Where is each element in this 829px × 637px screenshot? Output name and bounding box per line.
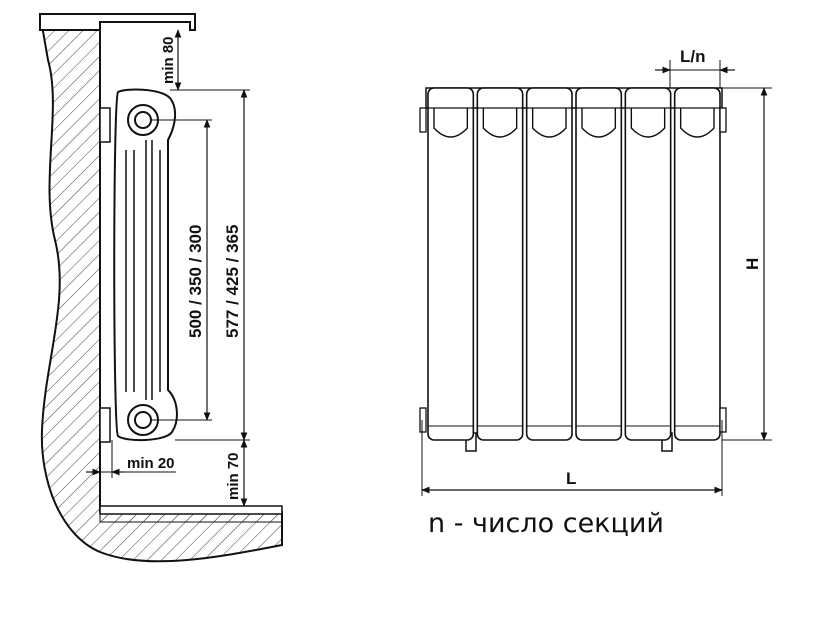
dim-L-label: L xyxy=(566,469,576,488)
floor-screed xyxy=(99,513,283,523)
dim-min-80-label: min 80 xyxy=(160,36,177,84)
wall-bracket-bottom xyxy=(99,407,111,443)
front-view: L/n H L xyxy=(419,47,772,496)
radiator-section xyxy=(427,87,475,441)
dim-min-20-label: min 20 xyxy=(127,455,175,472)
dim-height-label: 577 / 425 / 365 xyxy=(223,225,242,338)
side-lug xyxy=(419,107,427,133)
wall-bracket-top xyxy=(99,107,111,143)
radiator-section xyxy=(476,87,524,441)
radiator-sections xyxy=(419,87,727,441)
radiator-section xyxy=(624,87,672,441)
dim-section-width-label: L/n xyxy=(680,47,706,66)
side-lug xyxy=(719,107,727,133)
radiator-section xyxy=(673,87,721,441)
dim-axis-distance-label: 500 / 350 / 300 xyxy=(186,225,205,338)
dim-H-label: H xyxy=(743,258,762,270)
wall-section xyxy=(38,13,283,563)
radiator-section xyxy=(575,87,623,441)
side-lug xyxy=(419,407,427,433)
radiator-section xyxy=(525,87,573,441)
side-lug xyxy=(719,407,727,433)
windowsill xyxy=(39,13,196,31)
side-view: min 80 500 / 350 / 300 577 / 425 / 365 m… xyxy=(38,13,283,563)
dim-min-70-label: min 70 xyxy=(225,452,242,500)
floor-covering xyxy=(99,505,283,515)
sections-note: n - число секций xyxy=(428,508,664,539)
